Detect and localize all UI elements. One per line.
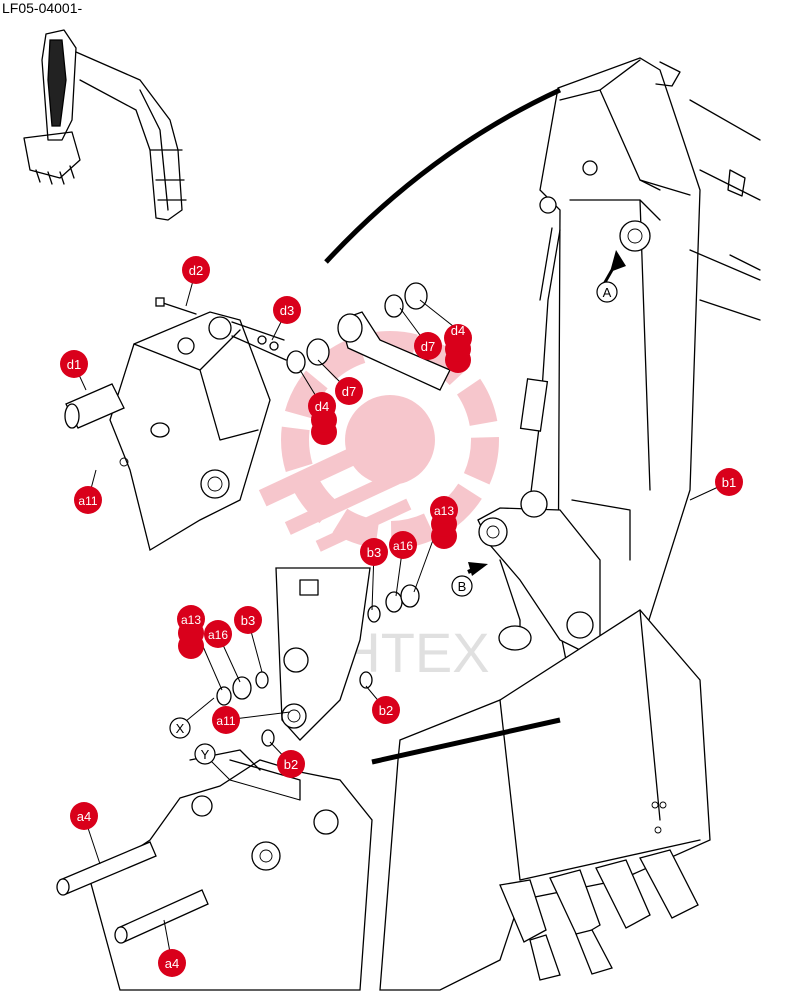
svg-text:a16: a16: [393, 539, 413, 553]
arm-lower-left: [275, 567, 371, 741]
svg-text:Y: Y: [201, 747, 210, 762]
callout-b3-top[interactable]: b3: [360, 538, 388, 566]
bolt-d2: [155, 297, 197, 315]
svg-text:b2: b2: [379, 703, 393, 718]
pin-d1: [64, 383, 125, 429]
callout-b3-left[interactable]: b3: [234, 606, 262, 634]
callout-a4-bottom[interactable]: a4: [158, 949, 186, 977]
svg-text:a11: a11: [216, 714, 235, 728]
callout-d1[interactable]: d1: [60, 350, 88, 378]
callout-a16-left[interactable]: a16: [204, 620, 232, 648]
cylinder-rod-end: [337, 311, 451, 391]
svg-text:d7: d7: [421, 339, 435, 354]
svg-text:d4: d4: [315, 399, 329, 414]
arrow-b: [467, 562, 488, 576]
view-label-y: Y: [194, 743, 216, 765]
svg-text:a4: a4: [165, 956, 179, 971]
thick-arc-top: [324, 87, 562, 264]
thumbnail-excavator-arm: [23, 29, 187, 221]
svg-text:a13: a13: [181, 613, 201, 627]
svg-text:b3: b3: [367, 545, 381, 560]
pin-a4-top: [56, 841, 157, 896]
callout-d3[interactable]: d3: [273, 296, 301, 324]
bucket-left: [89, 749, 373, 991]
bucket-right: [379, 609, 711, 991]
svg-text:a4: a4: [77, 809, 91, 824]
callout-a16-top[interactable]: a16: [389, 531, 417, 559]
nut-d3: [257, 335, 279, 351]
svg-text:d2: d2: [189, 263, 203, 278]
callout-d2[interactable]: d2: [182, 256, 210, 284]
svg-text:a11: a11: [78, 494, 97, 508]
washer-row-top: [286, 282, 428, 374]
boom-end-assembly: [109, 311, 287, 552]
view-label-x: X: [169, 717, 191, 739]
callout-d4-top[interactable]: d4: [444, 323, 472, 373]
svg-text:d3: d3: [280, 303, 294, 318]
svg-text:d7: d7: [342, 384, 356, 399]
callout-d7-top[interactable]: d7: [414, 332, 442, 360]
callout-a13-left[interactable]: a13: [177, 605, 205, 659]
callout-a11-bottom[interactable]: a11: [212, 706, 240, 734]
callout-a4-top[interactable]: a4: [70, 802, 98, 830]
svg-text:d4: d4: [451, 323, 465, 338]
svg-text:b3: b3: [241, 613, 255, 628]
callout-b2-right[interactable]: b2: [372, 696, 400, 724]
callout-b2-bottom[interactable]: b2: [277, 750, 305, 778]
callout-b1[interactable]: b1: [715, 468, 743, 496]
svg-text:a16: a16: [208, 628, 228, 642]
callout-d4-mid[interactable]: d4: [308, 392, 337, 445]
view-label-a: A: [596, 281, 618, 303]
view-label-b: B: [451, 575, 473, 597]
svg-text:B: B: [458, 579, 467, 594]
svg-text:X: X: [176, 721, 185, 736]
thick-arc-bottom: [371, 717, 561, 765]
pin-a4-bottom: [114, 889, 209, 944]
svg-text:a13: a13: [434, 504, 454, 518]
svg-text:A: A: [603, 285, 612, 300]
document-code: LF05-04001-: [2, 0, 83, 16]
callout-d7-mid[interactable]: d7: [335, 377, 363, 405]
svg-text:d1: d1: [67, 357, 81, 372]
bucket-teeth: [499, 849, 699, 981]
callout-a13-top[interactable]: a13: [430, 496, 458, 549]
svg-text:b1: b1: [722, 475, 736, 490]
callout-a11-top[interactable]: a11: [74, 486, 102, 514]
svg-text:b2: b2: [284, 757, 298, 772]
